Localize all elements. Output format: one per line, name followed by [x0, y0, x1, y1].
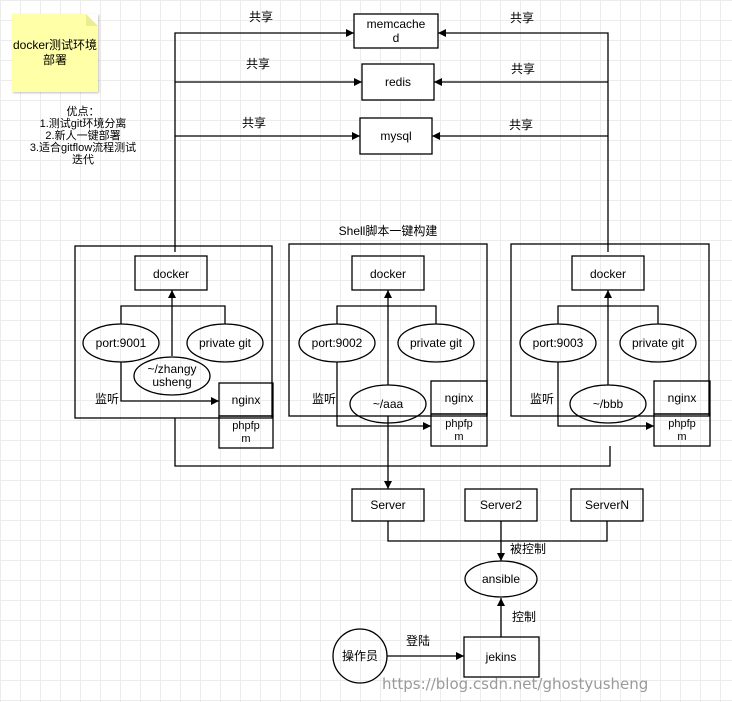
redis-box	[361, 63, 435, 101]
nginx-label-3: nginx	[668, 391, 697, 405]
private-git-ellipse-2	[397, 323, 475, 363]
private-git-ellipse-1	[186, 323, 264, 363]
docker-branch-2	[336, 305, 437, 324]
port-label-1: port:9001	[96, 336, 147, 350]
phpfpm-label-1-line2: m	[241, 433, 250, 445]
share-label-mysql-right: 共享	[509, 117, 533, 132]
phpfpm-label-1-line1: phpfp	[232, 420, 260, 432]
ansible-ellipse	[464, 560, 538, 598]
port-label-3: port:9003	[533, 336, 584, 350]
phpfpm-label-2-line1: phpfp	[445, 418, 473, 430]
title-note: docker测试环境部署	[12, 14, 98, 92]
nginx-label-2: nginx	[445, 391, 474, 405]
build-label: Shell脚本一键构建	[339, 223, 438, 238]
operator-label: 操作员	[342, 648, 378, 663]
container-box-1	[74, 245, 273, 419]
advantage-item: 1.测试git环境分离	[39, 118, 127, 130]
share-label-redis-right: 共享	[511, 61, 535, 76]
advantage-item: 2.新人一键部署	[45, 130, 121, 142]
share-label-memcached-left: 共享	[249, 9, 273, 24]
containers-bus-line	[174, 418, 611, 467]
watermark: https://blog.csdn.net/ghostyusheng	[382, 675, 648, 693]
share-label-memcached-right: 共享	[510, 10, 534, 25]
private-git-ellipse-3	[619, 323, 697, 363]
login-label: 登陆	[406, 633, 430, 648]
listen-arrow-1	[120, 362, 219, 405]
ansible-label: ansible	[482, 572, 520, 586]
jekins-box	[463, 636, 540, 678]
private-git-label-3: private git	[632, 336, 685, 350]
share-label-redis-left: 共享	[246, 56, 270, 71]
docker-label-2: docker	[370, 267, 406, 281]
phpfpm-box-1	[218, 415, 274, 449]
control-label: 控制	[512, 610, 536, 624]
dir-ellipse-3	[569, 384, 647, 424]
controlled-label: 被控制	[510, 542, 546, 556]
phpfpm-label-2-line2: m	[454, 431, 463, 443]
listen-label-1: 监听	[95, 392, 119, 406]
redis-label: redis	[385, 75, 411, 89]
phpfpm-box-3	[653, 413, 711, 447]
memcached-label-line2: d	[393, 31, 400, 45]
server-label-2: Server2	[480, 498, 522, 512]
listen-label-3: 监听	[530, 392, 554, 406]
share-arrow-memcached-left	[174, 29, 354, 252]
phpfpm-box-2	[430, 413, 488, 447]
advantages-text: 优点： 1.测试git环境分离 2.新人一键部署 3.适合gitflow流程测试…	[8, 106, 158, 166]
dir-label-1-line2: usheng	[152, 375, 191, 389]
jekins-label: jekins	[485, 650, 517, 664]
container-box-3	[510, 243, 710, 417]
memcached-label-line1: memcache	[367, 17, 426, 31]
dir-label-2: ~/aaa	[373, 397, 404, 411]
docker-label-1: docker	[153, 267, 189, 281]
listen-arrow-3	[557, 362, 654, 430]
mysql-label: mysql	[380, 129, 411, 143]
dir-label-3: ~/bbb	[593, 397, 624, 411]
dir-ellipse-1	[133, 356, 211, 396]
port-label-2: port:9002	[312, 336, 363, 350]
docker-label-3: docker	[590, 267, 626, 281]
listen-arrow-2	[336, 362, 431, 430]
advantage-item: 3.适合gitflow流程测试	[29, 142, 137, 154]
advantage-item: 迭代	[72, 154, 94, 166]
share-label-mysql-left: 共享	[242, 115, 266, 130]
nginx-label-1: nginx	[232, 393, 261, 407]
share-arrow-memcached-right	[438, 29, 609, 252]
dir-label-1-line1: ~/zhangy	[147, 362, 196, 376]
title-note-text: docker测试环境部署	[12, 38, 98, 67]
listen-label-2: 监听	[312, 392, 336, 406]
private-git-label-2: private git	[410, 336, 463, 350]
server-label-3: ServerN	[585, 498, 629, 512]
docker-branch-1	[120, 305, 226, 324]
private-git-label-1: private git	[199, 336, 252, 350]
phpfpm-label-3-line2: m	[677, 431, 686, 443]
phpfpm-label-3-line1: phpfp	[668, 418, 696, 430]
servers-bus-line	[387, 521, 608, 542]
advantages-title: 优点：	[66, 106, 100, 118]
server-label-1: Server	[370, 498, 405, 512]
